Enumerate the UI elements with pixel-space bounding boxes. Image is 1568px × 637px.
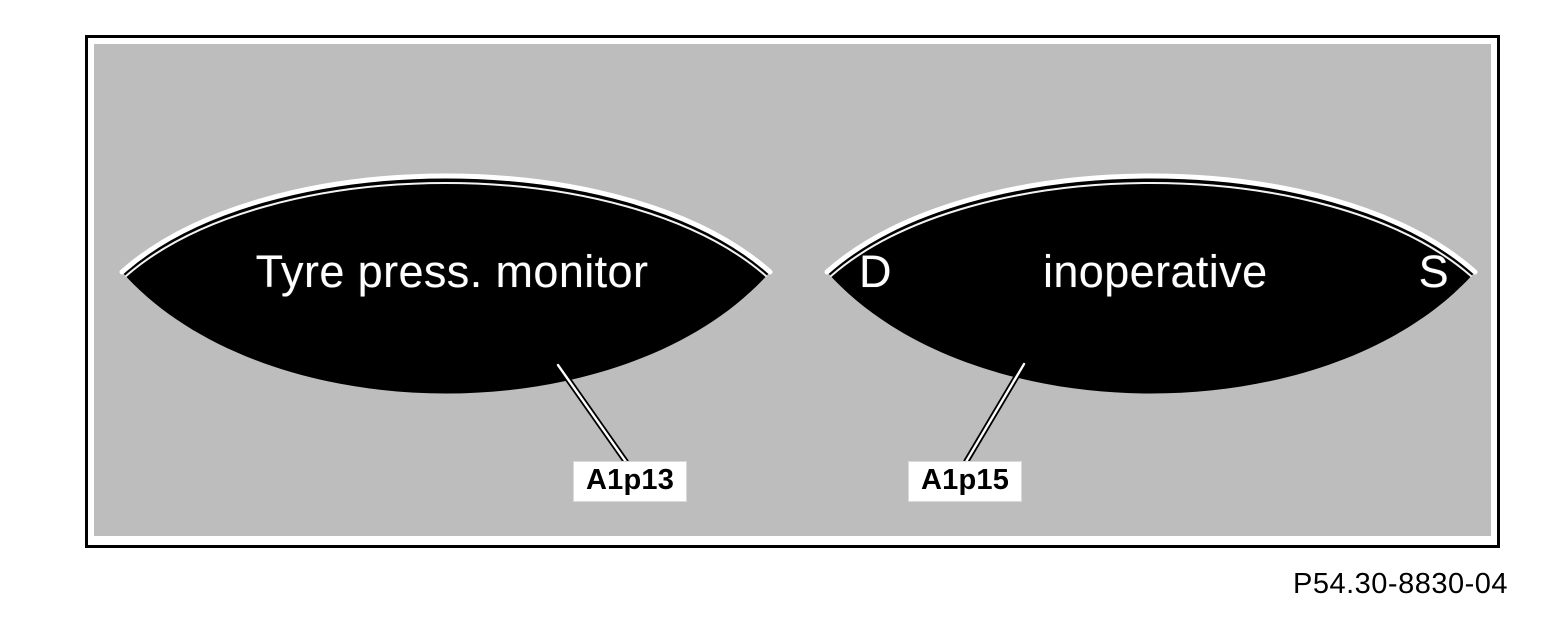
callout-label-a1p15: A1p15 <box>909 462 1022 501</box>
lens-shape-right <box>824 173 1478 394</box>
lens-shape-left <box>119 173 773 394</box>
figure-canvas: Tyre press. monitor D inoperative S <box>94 44 1491 536</box>
callout-label-a1p13: A1p13 <box>574 462 687 501</box>
figure-caption: P54.30-8830-04 <box>1293 568 1508 600</box>
figure-frame: Tyre press. monitor D inoperative S <box>85 35 1500 548</box>
